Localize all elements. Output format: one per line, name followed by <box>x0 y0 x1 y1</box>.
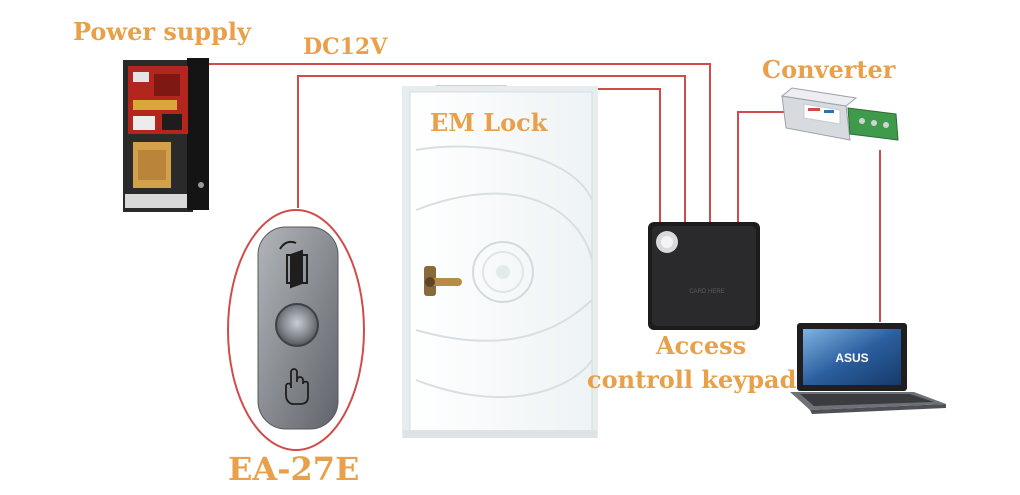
access-keypad-image: CARD HERE <box>648 222 760 330</box>
door-image <box>402 86 598 438</box>
laptop-image: ASUS <box>790 323 946 414</box>
door-open-icon <box>279 240 308 289</box>
wire-power-to-keypad <box>208 63 711 224</box>
access-label: Access <box>656 331 747 360</box>
laptop-brand-text: ASUS <box>835 351 868 365</box>
keypad-card-here-text: CARD HERE <box>689 289 724 295</box>
power-supply-label: Power supply <box>73 17 251 46</box>
dc-voltage-label: DC12V <box>303 34 388 60</box>
exit-button-image <box>227 209 365 451</box>
converter-label: Converter <box>762 55 896 84</box>
exit-push-button <box>275 303 319 347</box>
power-supply-image <box>123 58 209 212</box>
hand-pointer-icon <box>285 368 309 405</box>
keypad-label: controll keypad <box>587 365 797 394</box>
em-lock-label: EM Lock <box>430 108 548 137</box>
exit-button-highlight-ellipse <box>227 209 365 451</box>
converter-image <box>780 87 899 141</box>
wire-exit-button-to-keypad <box>297 75 686 224</box>
exit-button-model-label: EA-27E <box>228 450 360 488</box>
wire-keypad-to-converter <box>737 111 790 224</box>
